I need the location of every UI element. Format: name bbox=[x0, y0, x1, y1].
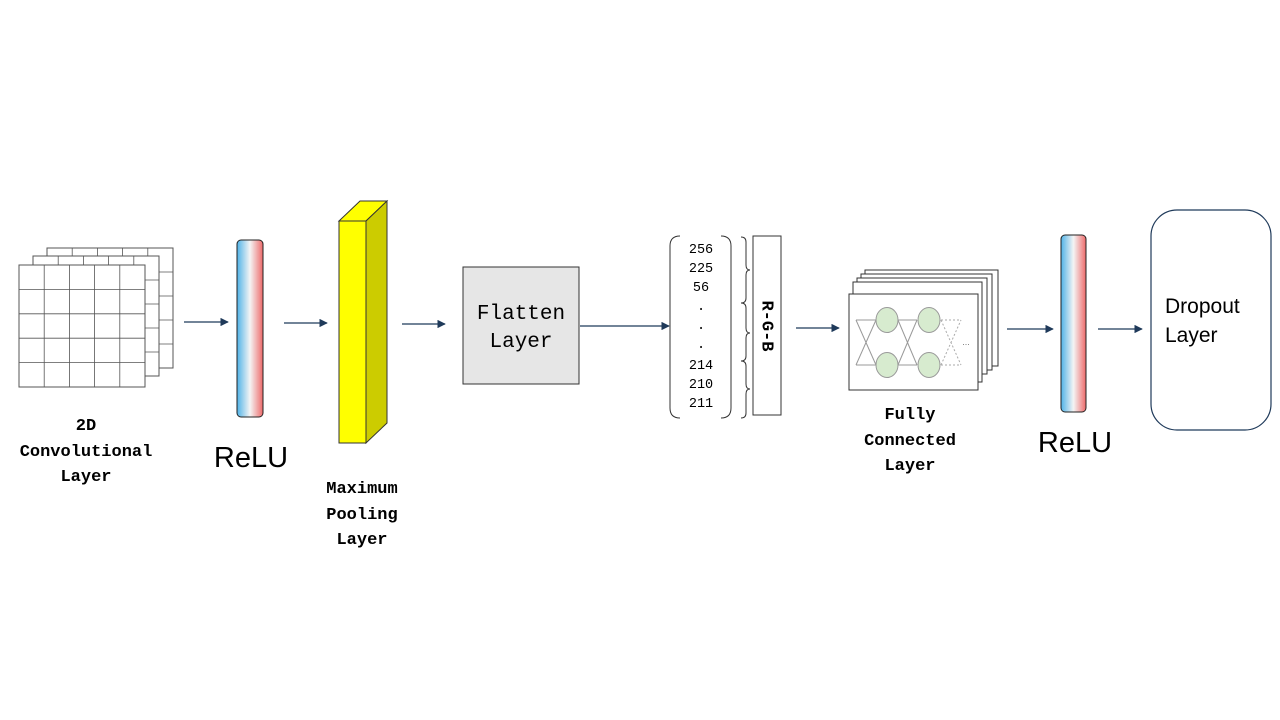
conv-layer-grids bbox=[18, 247, 174, 388]
fc-label-line3: Layer bbox=[884, 457, 935, 476]
conv-label-line2: Convolutional bbox=[20, 443, 153, 462]
pool-front-face bbox=[338, 220, 367, 444]
vector-value: . bbox=[697, 319, 705, 334]
flatten-box bbox=[462, 266, 580, 385]
relu-bar-2 bbox=[1060, 234, 1087, 413]
conv-layer-label: 2D Convolutional Layer bbox=[20, 417, 153, 487]
vector-value: . bbox=[697, 338, 705, 353]
conv-grid-front bbox=[18, 264, 146, 388]
pool-layer-label: Maximum Pooling Layer bbox=[326, 480, 397, 550]
brace-b bbox=[740, 360, 751, 419]
fc-node bbox=[917, 352, 941, 378]
fc-network-graphic: ... bbox=[855, 307, 970, 378]
flatten-label-line2: Layer bbox=[489, 331, 552, 354]
pool-side-face bbox=[365, 199, 388, 445]
relu-label-2: ReLU bbox=[1038, 427, 1112, 459]
vector-values: 256 225 56 . . . 214 210 211 bbox=[689, 243, 713, 412]
fc-layer-label: Fully Connected Layer bbox=[864, 406, 956, 476]
vector-value: 214 bbox=[689, 359, 713, 374]
conv-label-line3: Layer bbox=[60, 468, 111, 487]
vector-value: 56 bbox=[693, 281, 709, 296]
pooling-block bbox=[337, 199, 389, 445]
conv-label-line1: 2D bbox=[76, 417, 96, 436]
brace-g bbox=[740, 302, 751, 362]
pool-label-line1: Maximum bbox=[326, 480, 397, 499]
fc-card-front bbox=[848, 293, 979, 391]
vector-value: . bbox=[697, 300, 705, 315]
fc-label-line2: Connected bbox=[864, 432, 956, 451]
pool-label-line3: Layer bbox=[336, 531, 387, 550]
fc-label-line1: Fully bbox=[884, 406, 935, 425]
fc-node bbox=[875, 352, 899, 378]
fc-node bbox=[917, 307, 941, 333]
vector-right-paren bbox=[720, 235, 732, 419]
dropout-label-line1: Dropout bbox=[1165, 295, 1240, 318]
vector-left-paren bbox=[669, 235, 681, 419]
dropout-box bbox=[1150, 209, 1272, 431]
flatten-label: Flatten Layer bbox=[477, 303, 565, 354]
fc-ellipsis: ... bbox=[962, 337, 970, 347]
rgb-label: R-G-B bbox=[757, 300, 776, 351]
vector-value: 210 bbox=[689, 378, 713, 393]
dropout-label: Dropout Layer bbox=[1165, 295, 1240, 347]
brace-r bbox=[740, 236, 751, 304]
vector-value: 256 bbox=[689, 243, 713, 258]
vector-value: 225 bbox=[689, 262, 713, 277]
pool-label-line2: Pooling bbox=[326, 506, 397, 525]
rgb-braces bbox=[740, 236, 751, 419]
relu-label-1: ReLU bbox=[214, 442, 288, 474]
dropout-label-line2: Layer bbox=[1165, 324, 1218, 347]
fc-node bbox=[875, 307, 899, 333]
vector-value: 211 bbox=[689, 397, 713, 412]
flatten-label-line1: Flatten bbox=[477, 303, 565, 326]
relu-bar-1 bbox=[236, 239, 264, 418]
rgb-box bbox=[752, 235, 782, 416]
